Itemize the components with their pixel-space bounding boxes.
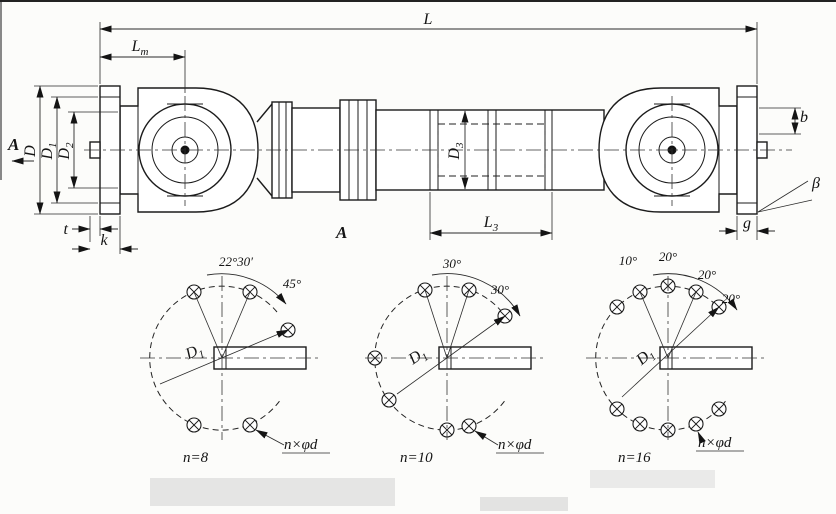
bolt-hole	[186, 417, 202, 433]
holes-count-label: n=16	[618, 450, 651, 466]
angle-label: 30°	[490, 282, 509, 297]
dim-L: L	[99, 11, 758, 84]
dim-label-g: g	[743, 215, 751, 232]
angle-label: 20°	[722, 291, 740, 306]
bolt-hole	[632, 416, 648, 432]
angle-label: 20°	[659, 249, 677, 264]
bolt-hole	[242, 417, 258, 433]
dim-g: g	[719, 215, 775, 240]
angle-dim-arc	[652, 273, 738, 311]
dim-L3: L3	[429, 192, 553, 240]
angle-label: 45°	[283, 276, 301, 291]
scan-artifact	[150, 478, 395, 506]
bolt-hole	[381, 392, 397, 408]
bolt-circle-arc	[374, 285, 507, 431]
dim-label-d: D	[22, 145, 39, 158]
bolt-hole	[660, 422, 676, 438]
dim-k: k	[72, 216, 138, 254]
dim-label-t: t	[64, 221, 69, 238]
bolt-circle-arc	[595, 285, 728, 431]
angle-label: 30°	[442, 256, 461, 271]
section-view-label: A	[335, 223, 347, 242]
holes-count-label: n=10	[400, 450, 433, 466]
section-arrow-label: A	[7, 135, 19, 154]
bolt-hole	[711, 401, 727, 417]
scan-artifact	[480, 497, 568, 511]
angle-dim-arc	[206, 273, 287, 305]
dim-label-d3: D3	[446, 142, 466, 161]
scan-artifact	[590, 470, 715, 488]
dim-b: b	[759, 107, 808, 135]
angle-label: 20°	[698, 267, 716, 282]
bolt-circle-diameter-label: D1	[182, 341, 206, 366]
bolt-hole	[609, 401, 625, 417]
holes-spec-label: n×φd	[284, 437, 318, 453]
bolt-hole	[461, 418, 477, 434]
holes-spec-label: n×φd	[498, 437, 532, 453]
bolt-hole	[688, 416, 704, 432]
dim-t: t	[64, 216, 118, 242]
dim-label-d2: D2	[56, 142, 76, 161]
bolt-circle-view-n10: 30° 30° D1 n×φd n=10	[365, 256, 547, 466]
dim-label-l: L	[423, 11, 433, 28]
bolt-circle-diameter-label: D1	[632, 345, 659, 372]
dim-label-beta: β	[811, 175, 820, 192]
bolt-circle-view-n8: 22°30′ 45° D1 n×φd n=8	[140, 254, 330, 466]
main-shaft-view: L Lm D D1 D2	[7, 11, 820, 254]
dim-label-d1: D1	[39, 142, 59, 160]
dim-label-b: b	[800, 109, 808, 126]
dim-D3: D3	[446, 110, 469, 190]
dim-beta: β	[757, 175, 820, 213]
dim-D1: D1	[39, 96, 98, 204]
angle-label: 10°	[619, 253, 637, 268]
dim-label-k: k	[100, 232, 108, 249]
bolt-circle-view-n16: 10° 20° 20° 20° D1 n×φd n=16	[586, 249, 768, 466]
bolt-hole	[609, 299, 625, 315]
dim-label-lm: Lm	[131, 38, 149, 58]
dim-D: D	[22, 85, 98, 215]
angle-dim-arc	[431, 273, 521, 317]
holes-spec-label: n×φd	[698, 435, 732, 451]
section-arrow: A	[7, 135, 34, 165]
bolt-hole	[439, 422, 455, 438]
dim-Lm: Lm	[99, 38, 186, 93]
bolt-circle-diameter-label: D1	[405, 344, 431, 371]
bolt-circle-arc	[149, 285, 282, 431]
angle-label: 22°30′	[219, 254, 253, 269]
dim-D2: D2	[56, 111, 118, 189]
dim-label-l3: L3	[483, 214, 499, 234]
holes-count-label: n=8	[183, 450, 209, 466]
